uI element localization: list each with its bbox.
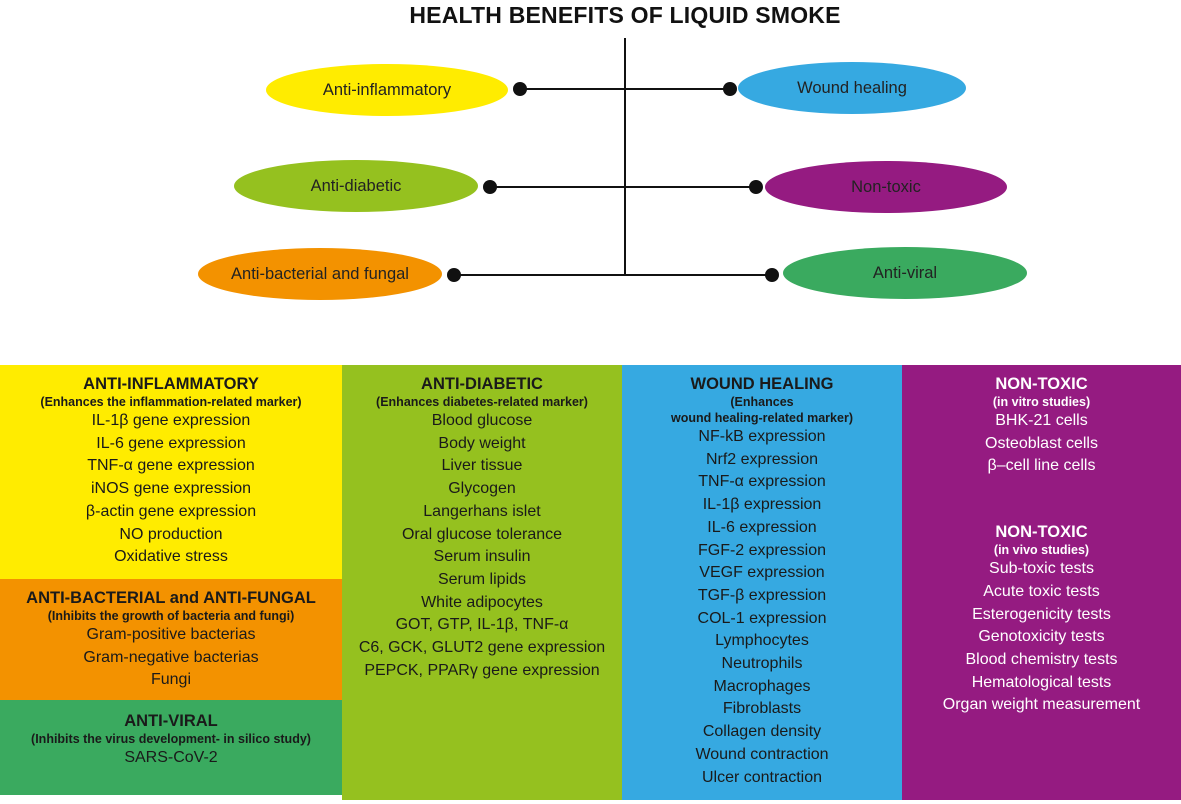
connector-tree (447, 38, 779, 282)
panel-subheading: (Enhances diabetes-related marker) (376, 395, 588, 409)
node-dot (447, 268, 461, 282)
list-item: VEGF expression (699, 564, 825, 582)
list-item: Macrophages (713, 677, 811, 695)
list-item: PEPCK, PPARγ gene expression (364, 661, 600, 679)
list-item: Organ weight measurement (942, 696, 1141, 714)
panel-heading: ANTI-INFLAMMATORY (83, 375, 259, 393)
list-item: Serum lipids (437, 570, 527, 588)
panel-heading: ANTI-BACTERIAL and ANTI-FUNGAL (26, 589, 316, 607)
panel-anti-inflammatory: ANTI-INFLAMMATORY (Enhances the inflamma… (0, 365, 342, 579)
node-dot (749, 180, 763, 194)
list-item: IL-1β gene expression (91, 412, 251, 429)
list-item: Fibroblasts (722, 700, 802, 718)
list-item: BHK-21 cells (995, 412, 1088, 429)
panel-heading: NON-TOXIC (995, 375, 1088, 393)
list-item: GOT, GTP, IL-1β, TNF-α (395, 616, 569, 634)
node-dot (723, 82, 737, 96)
list-item: FGF-2 expression (697, 541, 827, 559)
list-item: Neutrophils (721, 655, 803, 673)
list-item: Blood glucose (431, 412, 533, 429)
list-item: Wound contraction (695, 745, 829, 763)
list-item: Esterogenicity tests (972, 605, 1111, 623)
node-dot (483, 180, 497, 194)
panel-heading: ANTI-VIRAL (124, 712, 218, 730)
panel-anti-bacterial-fungal: ANTI-BACTERIAL and ANTI-FUNGAL (Inhibits… (0, 579, 342, 700)
list-item: β–cell line cells (987, 457, 1096, 475)
oval-non-toxic: Non-toxic (765, 161, 1007, 213)
list-item: Ulcer contraction (701, 768, 823, 786)
oval-anti-inflammatory: Anti-inflammatory (266, 64, 508, 116)
panel-subheading: (Inhibits the virus development- in sili… (31, 732, 311, 746)
list-item: NF-kB expression (698, 428, 826, 445)
diagram-title: HEALTH BENEFITS OF LIQUID SMOKE (409, 2, 841, 28)
list-item: Osteoblast cells (985, 434, 1098, 452)
panel-subheading: (Enhances (730, 395, 794, 409)
panel-subheading: (in vivo studies) (993, 543, 1090, 558)
list-item: Genotoxicity tests (978, 628, 1105, 646)
oval-wound-healing: Wound healing (738, 62, 966, 114)
list-item: Hematological tests (971, 673, 1112, 691)
list-item: White adipocytes (421, 593, 543, 611)
panel-subheading: (Enhances the inflammation-related marke… (40, 395, 302, 409)
panel-non-toxic: NON-TOXIC (in vitro studies) BHK-21 cell… (902, 365, 1181, 800)
panel-anti-viral: ANTI-VIRAL (Inhibits the virus developme… (0, 700, 342, 795)
list-item: TGF-β expression (697, 586, 827, 604)
list-item: Fungi (150, 671, 192, 689)
list-item: Langerhans islet (423, 502, 541, 520)
list-item: β-actin gene expression (85, 502, 257, 520)
panel-subheading: (Inhibits the growth of bacteria and fun… (47, 609, 295, 623)
list-item: COL-1 expression (697, 609, 827, 627)
list-item: TNF-α expression (698, 473, 826, 491)
oval-anti-viral: Anti-viral (783, 247, 1027, 299)
panel-anti-diabetic: ANTI-DIABETIC (Enhances diabetes-related… (342, 365, 622, 800)
list-item: SARS-CoV-2 (124, 749, 218, 766)
list-item: Glycogen (448, 480, 516, 498)
list-item: Sub-toxic tests (989, 560, 1094, 578)
list-item: Body weight (438, 434, 526, 452)
list-item: Acute toxic tests (983, 582, 1100, 600)
list-item: Lymphocytes (715, 632, 809, 650)
list-item: Blood chemistry tests (965, 650, 1118, 668)
panel-wound-healing: WOUND HEALING (Enhances wound healing-re… (622, 365, 902, 800)
list-item: Nrf2 expression (705, 450, 819, 468)
oval-anti-diabetic: Anti-diabetic (234, 160, 478, 212)
list-item: TNF-α gene expression (87, 457, 255, 475)
node-dot (765, 268, 779, 282)
list-item: Gram-negative bacterias (83, 648, 259, 666)
list-item: NO production (119, 525, 223, 543)
list-item: IL-6 gene expression (96, 434, 246, 452)
list-item: iNOS gene expression (90, 480, 252, 498)
panel-subheading: (in vitro studies) (992, 395, 1091, 409)
list-item: Liver tissue (441, 457, 523, 475)
list-item: Oral glucose tolerance (401, 525, 563, 543)
list-item: C6, GCK, GLUT2 gene expression (358, 639, 606, 657)
panel-heading: ANTI-DIABETIC (421, 375, 543, 393)
list-item: Oxidative stress (114, 548, 228, 566)
list-item: Collagen density (702, 723, 822, 741)
list-item: Serum insulin (433, 548, 531, 566)
list-item: Gram-positive bacterias (86, 626, 256, 643)
panel-heading: NON-TOXIC (995, 523, 1088, 542)
panel-heading: WOUND HEALING (690, 375, 834, 393)
panel-subheading: wound healing-related marker) (671, 411, 853, 425)
list-item: IL-6 expression (707, 518, 817, 536)
oval-anti-bacterial-fungal: Anti-bacterial and fungal (198, 248, 442, 300)
list-item: IL-1β expression (702, 496, 822, 514)
node-dot (513, 82, 527, 96)
